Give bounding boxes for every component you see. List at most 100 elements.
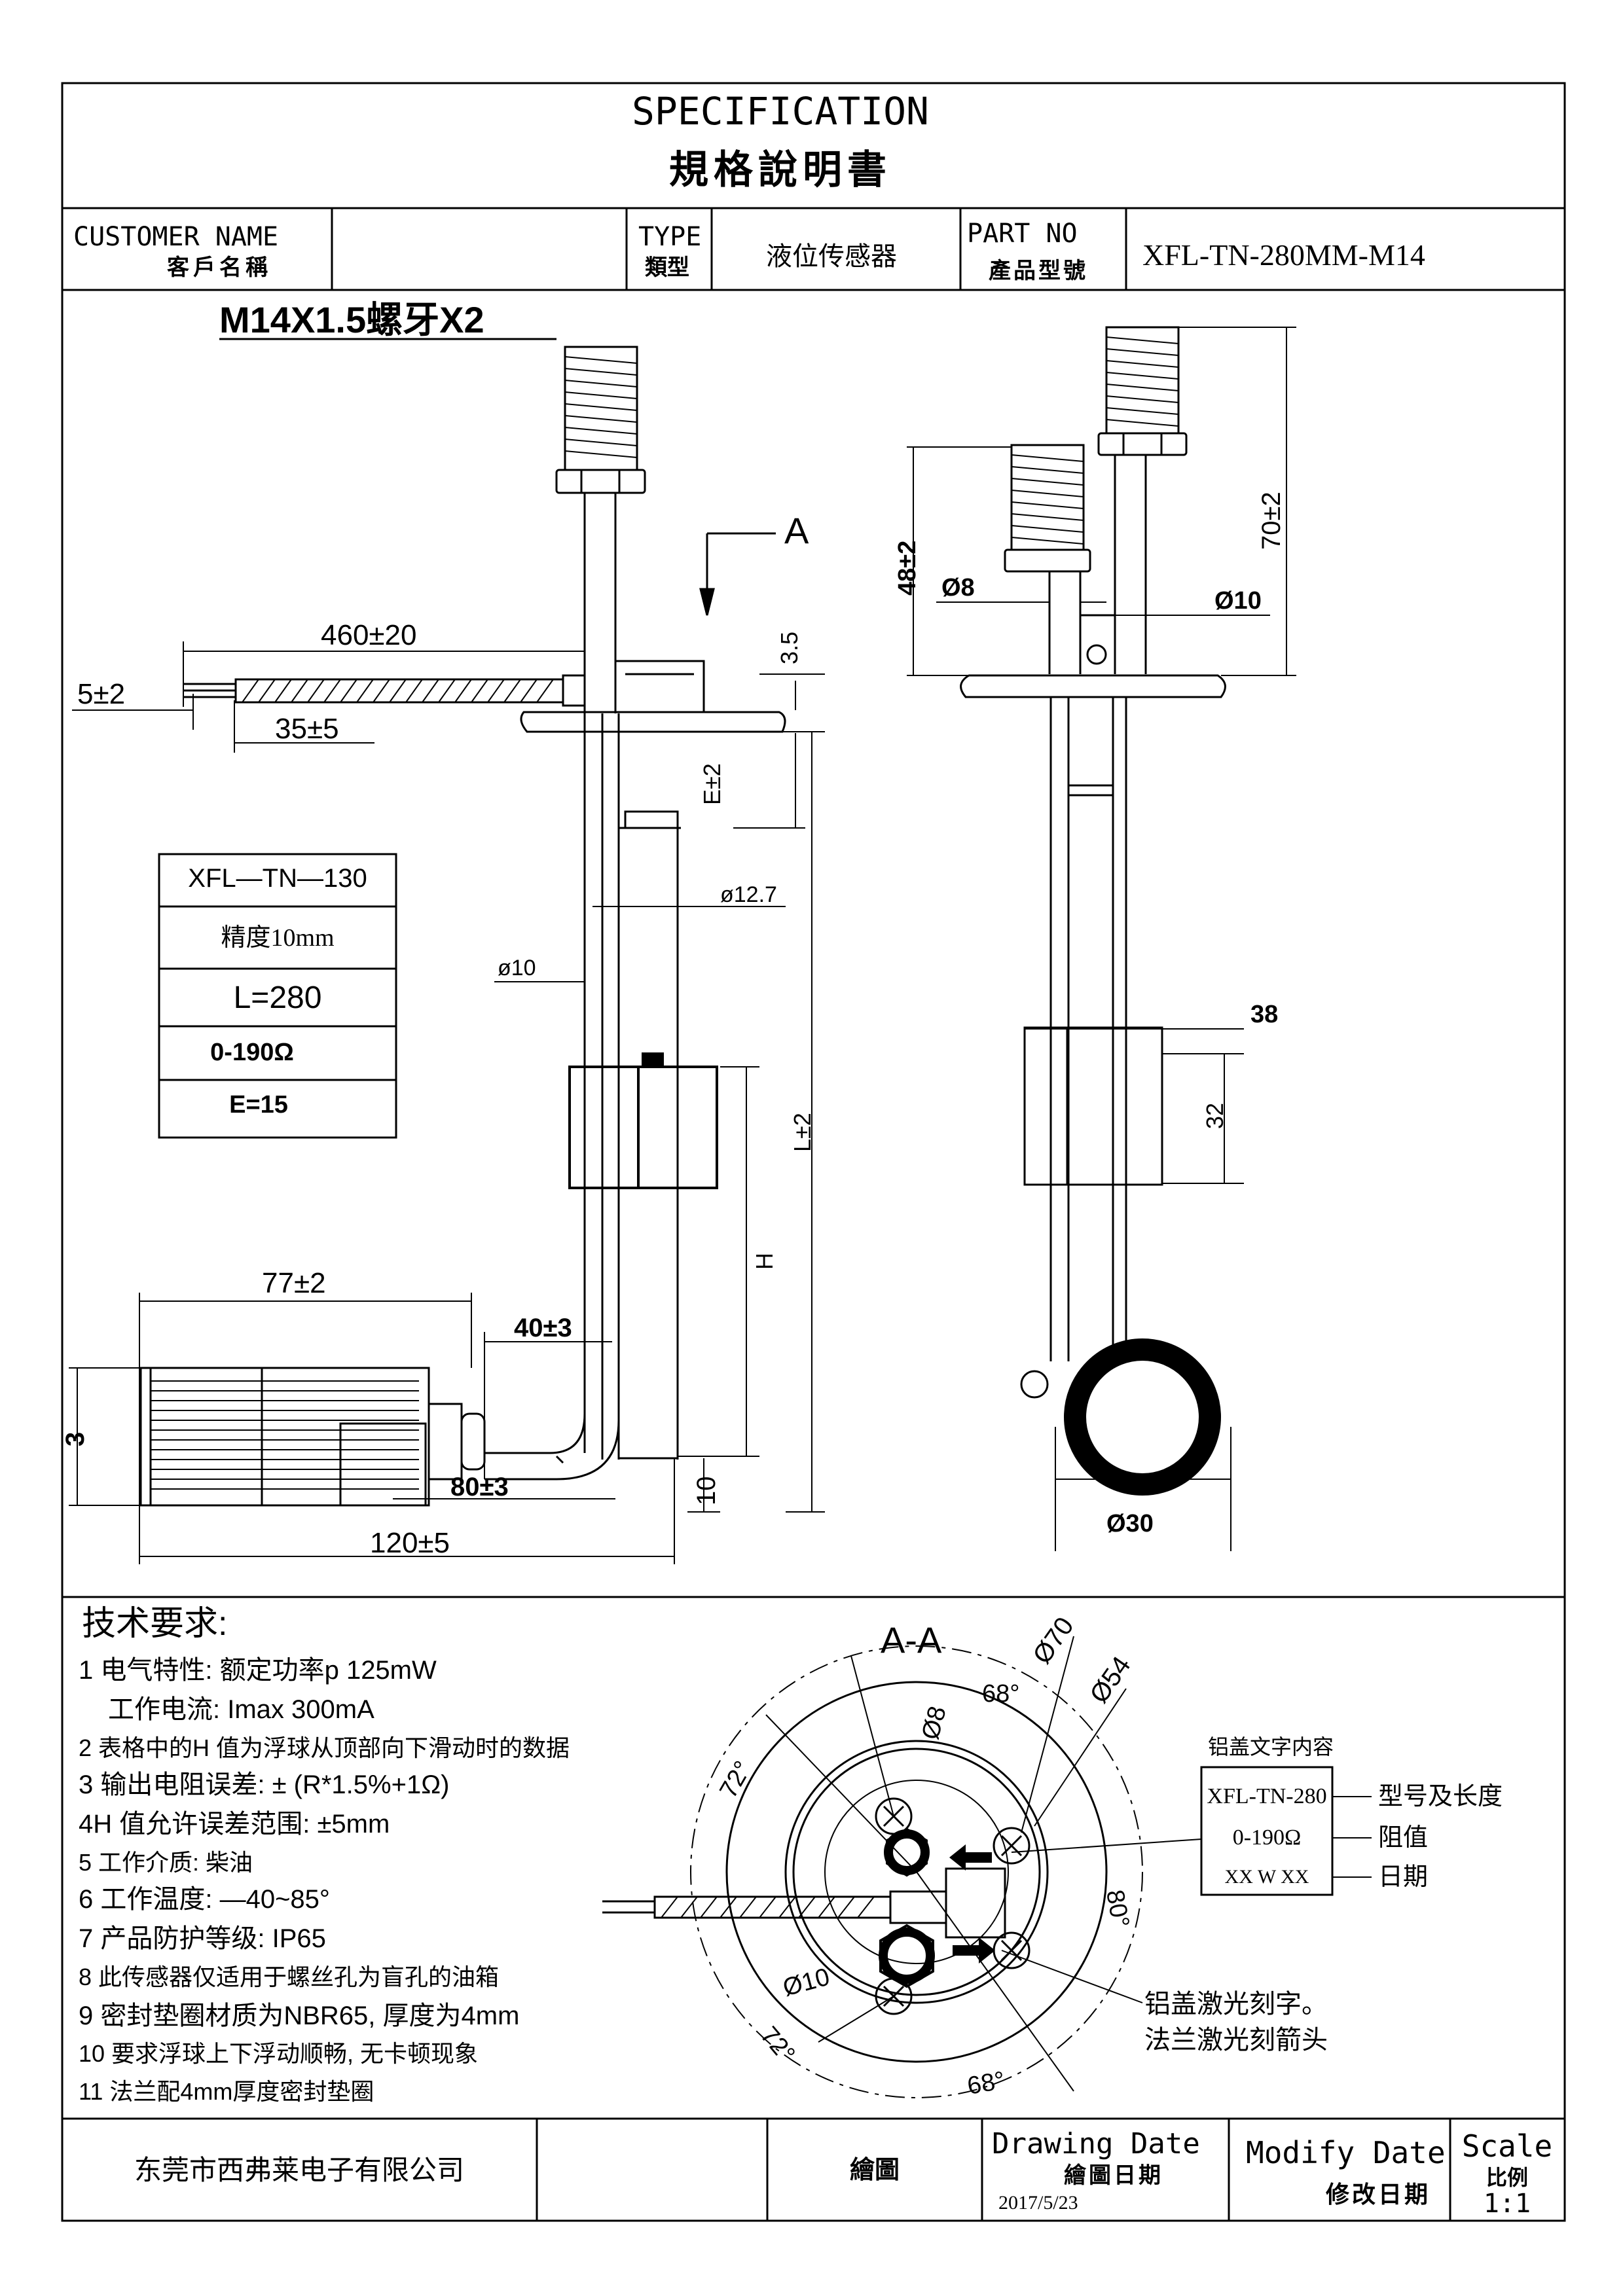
dim-right-d10: Ø10 [1214, 587, 1262, 615]
modify-date-en: Modify Date [1246, 2135, 1446, 2170]
spec-box: XFL—TN—130 精度10mm L=280 0-190Ω E=15 [158, 853, 397, 1139]
section-cable [602, 1890, 947, 1924]
dim-side-3: 3 [61, 1432, 90, 1446]
scale-cn: 比例 [1486, 2166, 1528, 2189]
scale-en: Scale [1462, 2128, 1552, 2164]
arrow-top [949, 1844, 992, 1871]
front-view: 48±2 70±2 Ø8 Ø10 38 32 Ø30 [894, 326, 1296, 1551]
dim-h: H [751, 1253, 778, 1270]
dim-tube-dia: ø10 [498, 956, 536, 980]
float-stop [619, 810, 681, 829]
dim-elbow-len: 40±3 [514, 1314, 572, 1342]
section-aa-title: A-A [881, 1619, 942, 1660]
dim-right-38: 38 [1250, 1001, 1278, 1028]
requirements: 技术要求: 1 电气特性: 额定功率p 125mW 工作电流: Imax 300… [79, 1605, 570, 2105]
laser-note-2: 法兰激光刻箭头 [1144, 2026, 1328, 2054]
req-item-8: 8 此传感器仅适用于螺丝孔为盲孔的油箱 [79, 1964, 499, 1990]
customer-label-en: CUSTOMER NAME [73, 222, 278, 252]
dimension-lines-right [907, 327, 1296, 1551]
laser-note-1: 铝盖激光刻字。 [1144, 1990, 1328, 2018]
drawn-label: 繪圖 [850, 2156, 900, 2184]
dim-gap-top: 3.5 [776, 632, 803, 664]
req-item-2: 2 表格中的H 值为浮球从顶部向下滑动时的数据 [79, 1734, 570, 1761]
dim-strip-length: 5±2 [77, 678, 125, 710]
drawing-date-value: 2017/5/23 [998, 2192, 1078, 2214]
section-marker: A [784, 510, 809, 551]
section-angle68-top: 68° [982, 1680, 1019, 1708]
sheet-frame [61, 82, 1566, 2222]
dim-connector-len: 77±2 [262, 1267, 326, 1299]
dim-l: L±2 [789, 1113, 816, 1152]
arrow-bottom [953, 1937, 995, 1964]
section-angle68-bottom: 68° [965, 2067, 1007, 2100]
float-side [568, 1052, 718, 1189]
spec-model: XFL—TN—130 [188, 864, 367, 893]
cap-title: 铝盖文字内容 [1208, 1735, 1334, 1759]
req-item-1b: 工作电流: Imax 300mA [108, 1695, 374, 1724]
type-label-en: TYPE [638, 222, 701, 252]
type-value: 液位传感器 [766, 242, 897, 271]
dim-float-dia: ø12.7 [720, 882, 777, 907]
req-item-11: 11 法兰配4mm厚度密封垫圈 [79, 2078, 374, 2105]
section-d70: Ø70 [1027, 1612, 1079, 1669]
spec-accuracy: 精度10mm [221, 924, 334, 952]
cable [183, 674, 586, 707]
dim-sleeve-length: 35±5 [275, 713, 339, 745]
dim-side-len: 80±3 [450, 1473, 509, 1501]
req-item-5: 5 工作介质: 柴油 [79, 1849, 253, 1876]
req-item-10: 10 要求浮球上下浮动顺畅, 无卡顿现象 [79, 2040, 478, 2067]
flange-side [520, 660, 786, 733]
type-label-cn: 類型 [645, 255, 689, 280]
elbow [484, 1374, 678, 1480]
dim-overall-len: 120±5 [370, 1527, 450, 1559]
connector [139, 1367, 486, 1507]
section-d10: Ø10 [780, 1964, 832, 2002]
scale-value: 1:1 [1484, 2189, 1531, 2219]
cap-label-resistance: 阻值 [1378, 1824, 1428, 1852]
title-cn: 規格說明書 [669, 149, 892, 192]
spec-e: E=15 [229, 1091, 288, 1119]
section-d8: Ø8 [917, 1703, 952, 1742]
part-label-en: PART NO [967, 219, 1078, 249]
section-ports [879, 1827, 935, 1988]
dim-right-d30: Ø30 [1106, 1510, 1154, 1537]
cap-label-model: 型号及长度 [1378, 1783, 1503, 1810]
section-arrow [699, 532, 776, 616]
spec-length: L=280 [234, 980, 322, 1015]
section-angle72-left: 72° [714, 1757, 757, 1803]
thread-label: M14X1.5螺牙X2 [219, 299, 484, 340]
req-item-1: 1 电气特性: 额定功率p 125mW [79, 1656, 437, 1685]
req-item-4: 4H 值允许误差范围: ±5mm [79, 1810, 390, 1839]
title-en: SPECIFICATION [632, 89, 929, 134]
dim-bottom-gap: 10 [692, 1477, 721, 1506]
req-item-7: 7 产品防护等级: IP65 [79, 1924, 326, 1953]
section-angle80: 80° [1101, 1888, 1134, 1929]
dim-right-32: 32 [1201, 1103, 1228, 1129]
part-value: XFL-TN-280MM-M14 [1142, 238, 1425, 272]
side-view: M14X1.5螺牙X2 [61, 299, 825, 1564]
dim-right-48: 48±2 [894, 541, 921, 596]
dim-right-d8: Ø8 [941, 574, 975, 601]
cap-line3: XX W XX [1225, 1866, 1309, 1888]
dim-right-70: 70±2 [1257, 492, 1286, 550]
section-aa: A-A [602, 1612, 1503, 2100]
company-name: 东莞市西弗莱电子有限公司 [134, 2155, 464, 2185]
part-label-cn: 產品型號 [989, 258, 1088, 283]
stem-tube [583, 493, 679, 1460]
requirements-title: 技术要求: [82, 1605, 227, 1643]
round-float [1064, 1338, 1221, 1496]
customer-label-cn: 客戶名稱 [167, 255, 272, 280]
drawing-date-en: Drawing Date [992, 2127, 1200, 2161]
req-item-3: 3 输出电阻误差: ± (R*1.5%+1Ω) [79, 1770, 449, 1799]
cap-line1: XFL-TN-280 [1207, 1784, 1326, 1808]
dim-cable-length: 460±20 [321, 619, 417, 651]
section-d54: Ø54 [1084, 1651, 1136, 1708]
modify-date-cn: 修改日期 [1326, 2181, 1431, 2208]
drawing-date-cn: 繪圖日期 [1064, 2162, 1163, 2188]
req-item-6: 6 工作温度: —40~85° [79, 1885, 330, 1914]
cap-label-date: 日期 [1378, 1863, 1428, 1891]
dimension-lines-left [69, 641, 825, 1564]
req-item-9: 9 密封垫圈材质为NBR65, 厚度为4mm [79, 2001, 519, 2030]
thread-fitting [555, 346, 646, 494]
